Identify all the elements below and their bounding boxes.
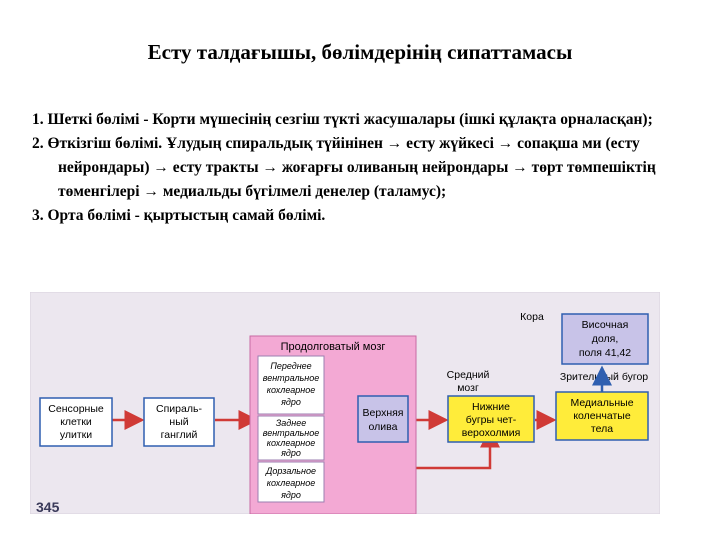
box-posterior-ventral-nucleus: Заднее вентральное кохлеарное ядро [257, 415, 325, 461]
box-anterior-ventral-nucleus: Переднее вентральное кохлеарное ядро [257, 355, 325, 415]
svg-text:улитки: улитки [60, 429, 92, 441]
slide-title: Есту талдағышы, бөлімдерінің сипаттамасы [147, 40, 573, 64]
svg-text:Продолговатый мозг: Продолговатый мозг [281, 341, 386, 353]
svg-text:мозг: мозг [457, 382, 479, 394]
label-midbrain: Средний мозг [447, 369, 490, 394]
svg-text:ядро: ядро [280, 397, 301, 407]
svg-text:Заднее: Заднее [276, 418, 306, 428]
svg-text:Спираль-: Спираль- [156, 403, 202, 415]
svg-text:Средний: Средний [447, 369, 490, 381]
list-item-peripheral: 1. Шеткі бөлімі - Корти мүшесінің сезгіш… [32, 111, 653, 128]
box-temporal-lobe: Височная доля, поля 41,42 [561, 313, 649, 365]
svg-text:ядро: ядро [280, 448, 301, 458]
box-spiral-ganglion: Спираль- ный ганглий [143, 397, 215, 447]
svg-text:кохлеарное: кохлеарное [267, 478, 316, 488]
label-cortex: Кора [520, 311, 544, 323]
svg-text:доля,: доля, [592, 333, 618, 345]
svg-text:ядро: ядро [280, 490, 301, 500]
box-superior-olive: Верхняя олива [357, 395, 409, 443]
svg-text:Верхняя: Верхняя [363, 407, 404, 419]
box-dorsal-nucleus: Дорзальное кохлеарное ядро [257, 461, 325, 503]
svg-text:поля 41,42: поля 41,42 [579, 347, 631, 359]
svg-text:ганглий: ганглий [161, 429, 198, 441]
list-item-central: 3. Орта бөлімі - қыртыстың самай бөлімі. [32, 207, 326, 224]
svg-text:бугры чет-: бугры чет- [466, 414, 517, 426]
box-medial-geniculate: Медиальные коленчатые тела [555, 391, 649, 441]
svg-text:Дорзальное: Дорзальное [265, 466, 316, 476]
label-thalamus: Зрительный бугор [560, 371, 648, 383]
svg-text:коленчатые: коленчатые [573, 410, 631, 422]
svg-text:Нижние: Нижние [472, 401, 510, 413]
slide-text: 1. Шеткі бөлімі - Корти мүшесінің сезгіш… [32, 108, 682, 228]
svg-text:тела: тела [591, 423, 613, 435]
auditory-pathway-diagram: Сенсорные клетки улитки Спираль- ный ган… [30, 292, 660, 514]
svg-text:верохолмия: верохолмия [462, 427, 521, 439]
page-number: 345 [36, 499, 60, 514]
box-sensory-cells: Сенсорные клетки улитки [39, 397, 113, 447]
svg-text:Височная: Височная [582, 319, 629, 331]
svg-text:Переднее: Переднее [270, 361, 311, 371]
svg-text:ный: ный [169, 416, 188, 428]
list-item-conductive: 2. Өткізгіш бөлімі. Ұлудың спиральдық тү… [32, 135, 656, 200]
svg-text:клетки: клетки [60, 416, 92, 428]
svg-text:Медиальные: Медиальные [570, 397, 633, 409]
svg-text:вентральное: вентральное [263, 373, 320, 383]
svg-text:вентральное: вентральное [263, 428, 320, 438]
svg-text:кохлеарное: кохлеарное [267, 385, 316, 395]
box-inferior-colliculi: Нижние бугры чет- верохолмия [447, 395, 535, 443]
svg-text:олива: олива [369, 421, 398, 433]
svg-text:кохлеарное: кохлеарное [267, 438, 316, 448]
svg-text:Сенсорные: Сенсорные [48, 403, 104, 415]
